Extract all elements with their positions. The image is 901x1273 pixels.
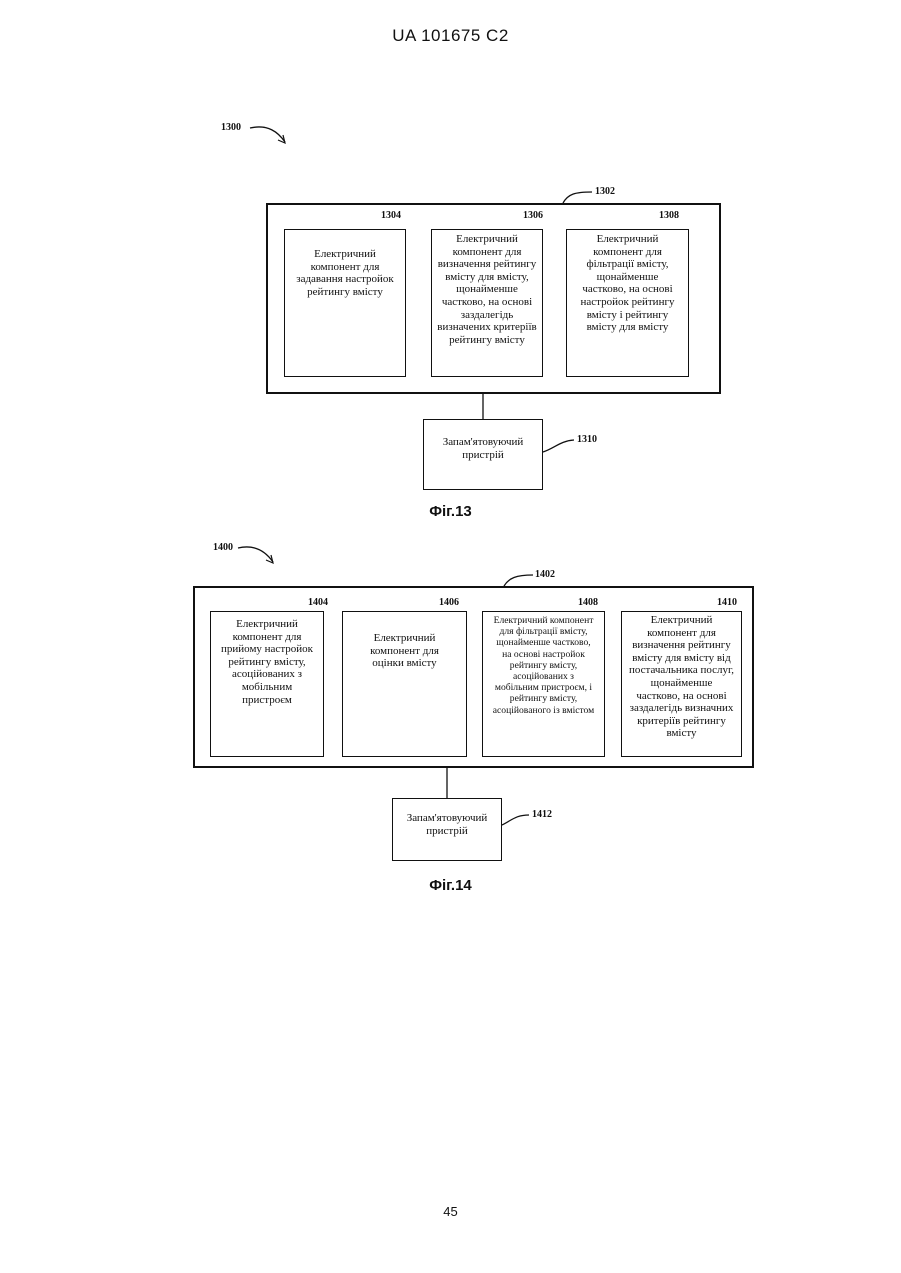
figure-caption-14: Фіг.14: [0, 877, 901, 894]
fig14-component-box-1410: Електричний компонент для визначення рей…: [621, 611, 742, 757]
component-text: Електричний компонент для визначення рей…: [624, 614, 739, 740]
storage-text: Запам'ятовуючий пристрій: [395, 812, 499, 837]
ref-label-1406: 1406: [439, 597, 459, 608]
storage-text: Запам'ятовуючий пристрій: [426, 436, 540, 461]
ref-1402-leader: [504, 575, 533, 586]
ref-label-1408: 1408: [578, 597, 598, 608]
ref-label-1308: 1308: [659, 210, 679, 221]
component-text: Електричний компонент для оцінки вмісту: [345, 632, 464, 670]
ref-label-1400: 1400: [213, 542, 233, 553]
fig14-component-box-1406: Електричний компонент для оцінки вмісту: [342, 611, 467, 757]
fig14-component-box-1408: Електричний компонент для фільтрації вмі…: [482, 611, 605, 757]
ref-1310-leader: [543, 440, 574, 452]
page-number: 45: [0, 1204, 901, 1219]
ref-label-1410: 1410: [717, 597, 737, 608]
fig14-component-box-1404: Електричний компонент для прийому настро…: [210, 611, 324, 757]
fig14-storage-device-box: Запам'ятовуючий пристрій: [392, 798, 502, 861]
ref-label-1412: 1412: [532, 809, 552, 820]
component-text: Електричний компонент для задавання наст…: [287, 248, 403, 298]
ref-label-1300: 1300: [221, 122, 241, 133]
ref-label-1306: 1306: [523, 210, 543, 221]
ref-1412-leader: [502, 815, 529, 825]
ref-label-1404: 1404: [308, 597, 328, 608]
ref-label-1402: 1402: [535, 569, 555, 580]
fig13-storage-device-box: Запам'ятовуючий пристрій: [423, 419, 543, 490]
figure-caption-13: Фіг.13: [0, 503, 901, 520]
ref-label-1310: 1310: [577, 434, 597, 445]
component-text: Електричний компонент для прийому настро…: [213, 618, 321, 706]
fig13-component-box-1308: Електричний компонент для фільтрації вмі…: [566, 229, 689, 377]
ref-1400-arrowhead: [266, 555, 273, 563]
ref-1300-arrowhead: [278, 135, 285, 143]
ref-1400-arrow: [238, 547, 273, 562]
ref-1300-arrow: [250, 127, 285, 142]
fig13-component-box-1306: Електричний компонент для визначення рей…: [431, 229, 543, 377]
component-text: Електричний компонент для фільтрації вмі…: [485, 615, 602, 716]
ref-label-1302: 1302: [595, 186, 615, 197]
ref-1302-leader: [563, 192, 592, 203]
fig13-component-box-1304: Електричний компонент для задавання наст…: [284, 229, 406, 377]
component-text: Електричний компонент для визначення рей…: [434, 233, 540, 346]
component-text: Електричний компонент для фільтрації вмі…: [569, 233, 686, 334]
ref-label-1304: 1304: [381, 210, 401, 221]
